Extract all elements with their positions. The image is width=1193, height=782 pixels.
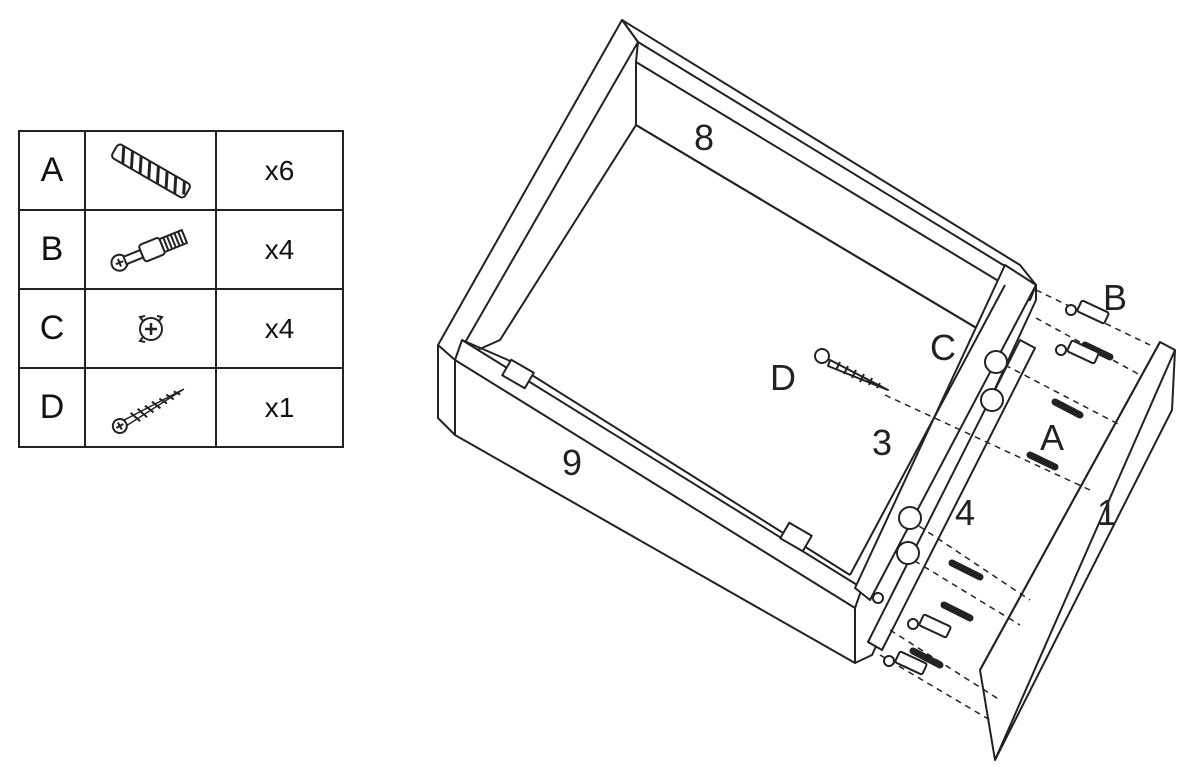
label-panel-back: 8 bbox=[694, 117, 714, 158]
label-part-c: C bbox=[930, 327, 956, 368]
part-icon-cell bbox=[84, 130, 217, 211]
part-letter: A bbox=[18, 130, 86, 211]
label-panel-bottom: 4 bbox=[955, 492, 975, 533]
dowel-icon bbox=[110, 143, 191, 198]
label-part-d: D bbox=[770, 357, 796, 398]
label-panel-front: 1 bbox=[1097, 492, 1117, 533]
cam-bolts bbox=[883, 299, 1110, 676]
parts-row-b: B x4 bbox=[18, 209, 344, 290]
part-quantity: x4 bbox=[215, 209, 344, 290]
cam-lock-icon bbox=[137, 314, 164, 343]
label-part-b: B bbox=[1103, 277, 1127, 318]
cam-bolt-icon bbox=[109, 228, 188, 272]
part-letter: C bbox=[18, 288, 86, 369]
part-letter: B bbox=[18, 209, 86, 290]
panel-front bbox=[979, 341, 1176, 761]
screw-d bbox=[814, 348, 889, 391]
part-icon-cell bbox=[84, 209, 217, 290]
panel-left bbox=[437, 19, 639, 436]
label-panel-right: 3 bbox=[872, 422, 892, 463]
screw-icon bbox=[111, 387, 184, 434]
dowels bbox=[909, 341, 1114, 669]
panel-side bbox=[454, 339, 863, 664]
parts-row-c: C x4 bbox=[18, 288, 344, 369]
part-quantity: x4 bbox=[215, 288, 344, 369]
parts-row-a: A x6 bbox=[18, 130, 344, 211]
label-part-a: A bbox=[1040, 417, 1064, 458]
cam-locks bbox=[896, 350, 1008, 565]
part-quantity: x1 bbox=[215, 367, 344, 448]
panel-back bbox=[621, 19, 1037, 346]
part-icon-cell bbox=[84, 367, 217, 448]
parts-table: A x6 B x4 bbox=[18, 130, 344, 448]
parts-row-d: D x1 bbox=[18, 367, 344, 448]
panel-bottom-strip bbox=[867, 339, 1036, 651]
label-panel-side: 9 bbox=[562, 442, 582, 483]
part-letter: D bbox=[18, 367, 86, 448]
part-quantity: x6 bbox=[215, 130, 344, 211]
part-icon-cell bbox=[84, 288, 217, 369]
